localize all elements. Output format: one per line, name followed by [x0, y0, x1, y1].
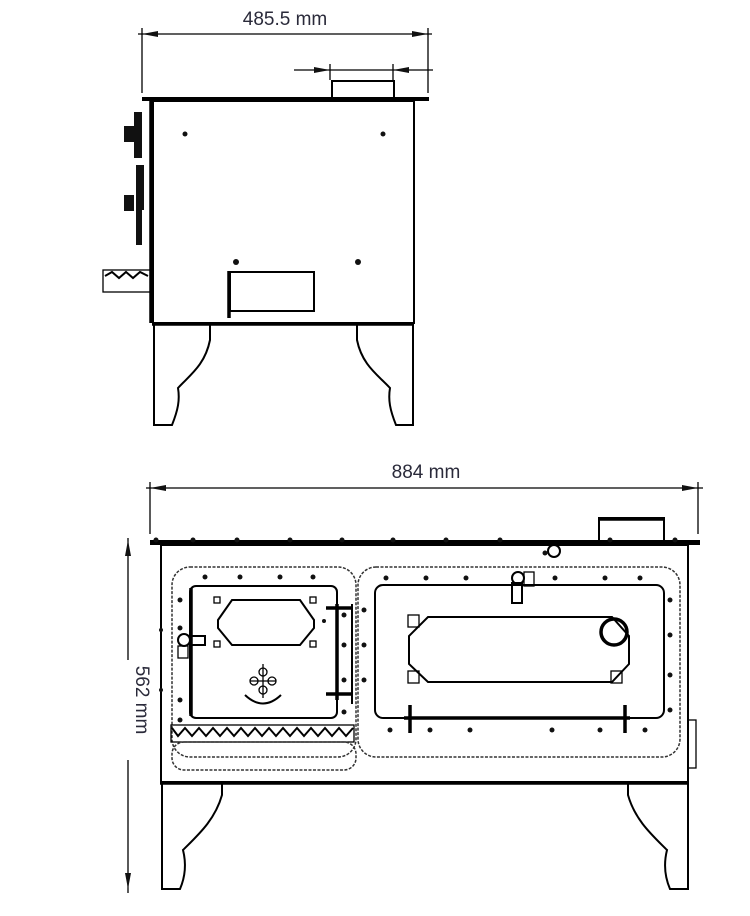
- oven-latch[interactable]: [511, 571, 535, 604]
- stove-body-side: [152, 100, 415, 324]
- leg-front-left: [161, 784, 223, 890]
- ash-drawer[interactable]: [171, 741, 357, 771]
- rivet: [380, 131, 386, 137]
- firebox-door-handle[interactable]: [177, 633, 206, 659]
- oven-thermometer: [599, 617, 629, 647]
- top-plate-front: [150, 540, 700, 545]
- oven-door: [374, 584, 665, 719]
- top-plate: [142, 97, 429, 101]
- ash-opening-side: [229, 271, 315, 312]
- oven-frame: [357, 566, 681, 758]
- firebox-door: [189, 585, 338, 719]
- height-dimension-line: [125, 538, 131, 893]
- firebox-frame: [171, 566, 357, 758]
- chimney-outlet: [331, 80, 395, 99]
- oven-handle-bar[interactable]: [404, 705, 630, 733]
- width-dimension-label: 884 mm: [392, 462, 461, 483]
- stove-body-front: [160, 544, 689, 783]
- depth-dimension-label: 485.5 mm: [243, 9, 327, 30]
- side-view: 485.5 mm: [102, 9, 433, 426]
- air-vent-flower: [244, 664, 282, 705]
- rivet: [233, 259, 239, 265]
- width-dimension-line: [146, 482, 703, 534]
- damper-knob: [542, 544, 561, 558]
- side-handle[interactable]: [687, 719, 697, 769]
- leg-right: [356, 325, 414, 426]
- door-handles-side: [102, 112, 152, 293]
- firebox-window: [217, 599, 315, 646]
- leg-front-right: [627, 784, 689, 890]
- depth-dimension-line: [138, 28, 433, 93]
- front-view: 884 mm 562 mm: [125, 462, 703, 893]
- rivet: [355, 259, 361, 265]
- rivet: [182, 131, 188, 137]
- oven-window: [408, 616, 630, 683]
- leg-left: [153, 325, 211, 426]
- door-hinges: [326, 604, 353, 704]
- height-dimension-label: 562 mm: [131, 666, 152, 735]
